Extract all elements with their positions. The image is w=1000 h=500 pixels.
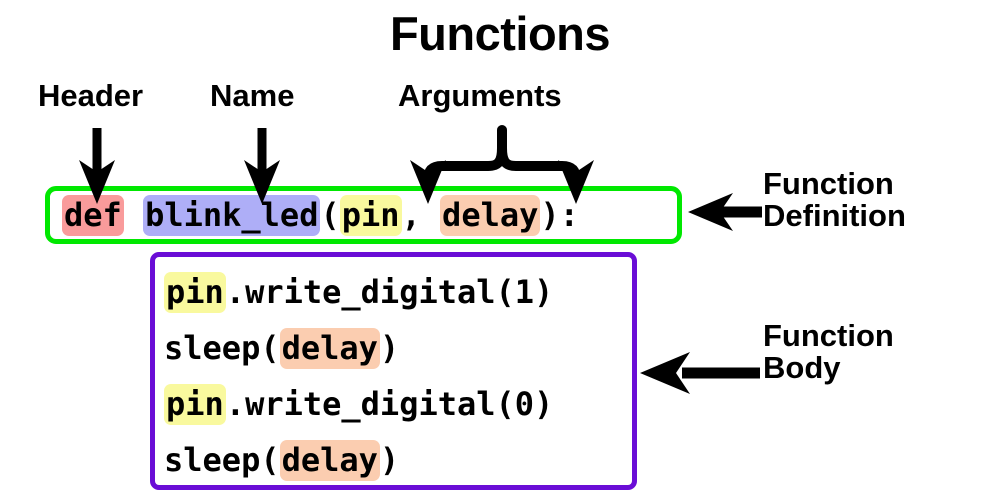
definition-token-6: delay [440,194,541,236]
label-function-body: Function Body [763,318,894,386]
definition-token-1 [124,195,143,236]
label-function-body-line2: Body [763,350,841,386]
body-line-4-token-0: sleep( [164,440,280,479]
body-line-4-token-2: ) [379,440,400,479]
arguments-brace-icon [423,125,581,185]
definition-token-2: blink_led [143,194,321,236]
label-function-definition-line1: Function [763,166,894,201]
function-definition-box: def blink_led(pin, delay): [45,186,682,244]
function-definition-arrow-icon [688,193,762,231]
function-body-arrow-icon [640,352,760,394]
body-line-3-token-1: .write_digital(0) [225,384,554,423]
definition-token-7: ): [540,195,579,234]
body-code-line-2: sleep(delay) [164,320,632,376]
definition-token-4: pin [339,194,402,236]
body-line-4-token-1: delay [279,439,380,481]
body-line-1-token-1: .write_digital(1) [225,272,554,311]
body-line-1-token-0: pin [164,271,226,313]
page-title: Functions [389,7,611,60]
body-code-line-3: pin.write_digital(0) [164,376,632,432]
label-function-definition: Function Definition [763,166,906,234]
label-function-body-line1: Function [763,318,894,353]
definition-code-line: def blink_led(pin, delay): [62,194,579,236]
body-line-3-token-0: pin [164,383,226,425]
body-line-2-token-0: sleep( [164,328,280,367]
label-header: Header [38,78,144,113]
definition-token-5: , [401,195,441,234]
body-line-2-token-1: delay [279,327,380,369]
definition-token-3: ( [320,195,340,234]
body-line-2-token-2: ) [379,328,400,367]
definition-token-0: def [62,194,124,236]
function-body-box: pin.write_digital(1) sleep(delay) pin.wr… [150,252,637,490]
label-arguments: Arguments [398,78,562,113]
body-code-line-4: sleep(delay) [164,432,632,488]
label-function-definition-line2: Definition [763,198,906,234]
label-name: Name [210,78,295,113]
body-code-line-1: pin.write_digital(1) [164,264,632,320]
